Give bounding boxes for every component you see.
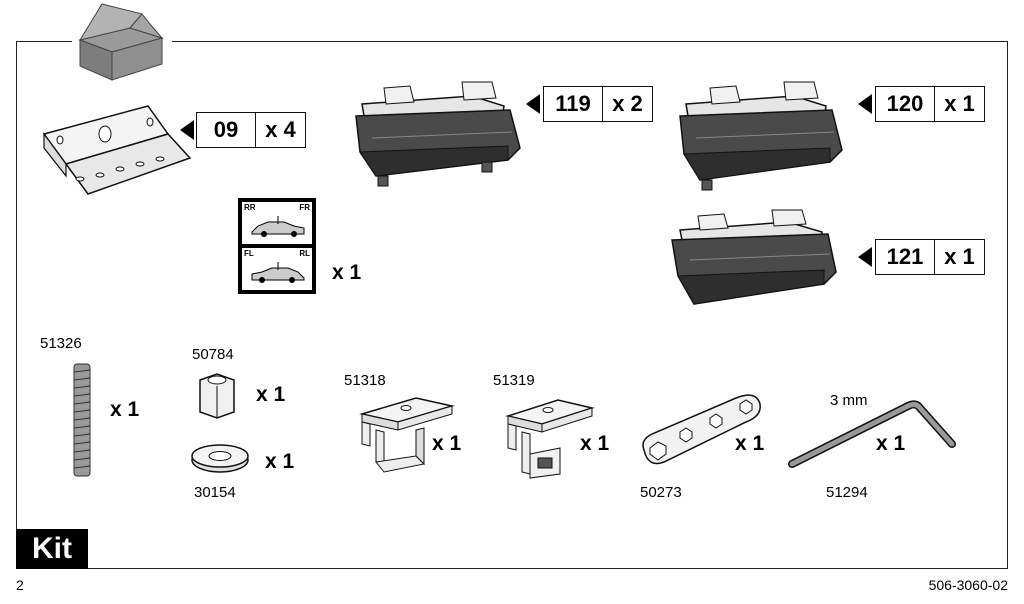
sticker-fl: FL (244, 249, 254, 258)
sticker-rr: RR (244, 203, 256, 212)
car-icon (251, 262, 305, 283)
foot-pack-120-illustration (679, 81, 843, 191)
part-51326-number: 51326 (40, 335, 82, 352)
part-50273-qty: x 1 (735, 432, 765, 455)
bracket-09-illustration (42, 105, 192, 195)
hex-key-illustration (788, 400, 956, 468)
document-code: 506-3060-02 (928, 577, 1008, 593)
sticker-fr: FR (299, 203, 310, 212)
label-119: 119 x 2 (543, 86, 653, 122)
hex-nut-illustration (199, 373, 235, 419)
car-icon (251, 216, 305, 237)
washer-illustration (191, 444, 249, 473)
foot-pack-121-illustration (671, 209, 837, 305)
part-51319-number: 51319 (493, 372, 535, 389)
part-51326-qty: x 1 (110, 398, 140, 421)
sticker-rl: RL (299, 249, 310, 258)
clip-51318-illustration (359, 397, 455, 473)
threaded-rod-illustration (73, 363, 91, 477)
part-30154-qty: x 1 (265, 450, 295, 473)
label-120-code: 120 (876, 87, 935, 121)
clip-51319-illustration (505, 399, 595, 479)
label-09: 09 x 4 (196, 112, 306, 148)
sticker-qty: x 1 (332, 261, 362, 284)
label-09-code: 09 (197, 113, 256, 147)
foot-pack-119-illustration (355, 81, 521, 187)
pointer-arrow-119 (526, 94, 540, 114)
box-icon (72, 0, 172, 81)
part-50784-number: 50784 (192, 346, 234, 363)
label-121-qty: x 1 (944, 244, 975, 269)
hex-key-size: 3 mm (830, 392, 868, 409)
pointer-arrow-09 (180, 120, 194, 140)
page-number: 2 (16, 577, 24, 593)
label-120: 120 x 1 (875, 86, 985, 122)
part-30154-number: 30154 (194, 484, 236, 501)
label-09-qty: x 4 (265, 117, 296, 142)
pointer-arrow-120 (858, 94, 872, 114)
label-121-code: 121 (876, 240, 935, 274)
label-120-qty: x 1 (944, 91, 975, 116)
sticker-bottom: FL RL (242, 248, 312, 290)
part-51294-number: 51294 (826, 484, 868, 501)
part-50784-qty: x 1 (256, 383, 286, 406)
label-121: 121 x 1 (875, 239, 985, 275)
part-51318-qty: x 1 (432, 432, 462, 455)
content-frame (16, 41, 1008, 569)
part-50273-number: 50273 (640, 484, 682, 501)
part-51319-qty: x 1 (580, 432, 610, 455)
label-119-code: 119 (544, 87, 603, 121)
spanner-tool-illustration (642, 394, 761, 465)
part-51294-qty: x 1 (876, 432, 906, 455)
sticker-top: RR FR (242, 202, 312, 244)
kit-label: Kit (16, 529, 88, 569)
pointer-arrow-121 (858, 247, 872, 267)
part-51318-number: 51318 (344, 372, 386, 389)
label-119-qty: x 2 (612, 91, 643, 116)
position-sticker-sheet: RR FR FL RL (238, 198, 316, 294)
